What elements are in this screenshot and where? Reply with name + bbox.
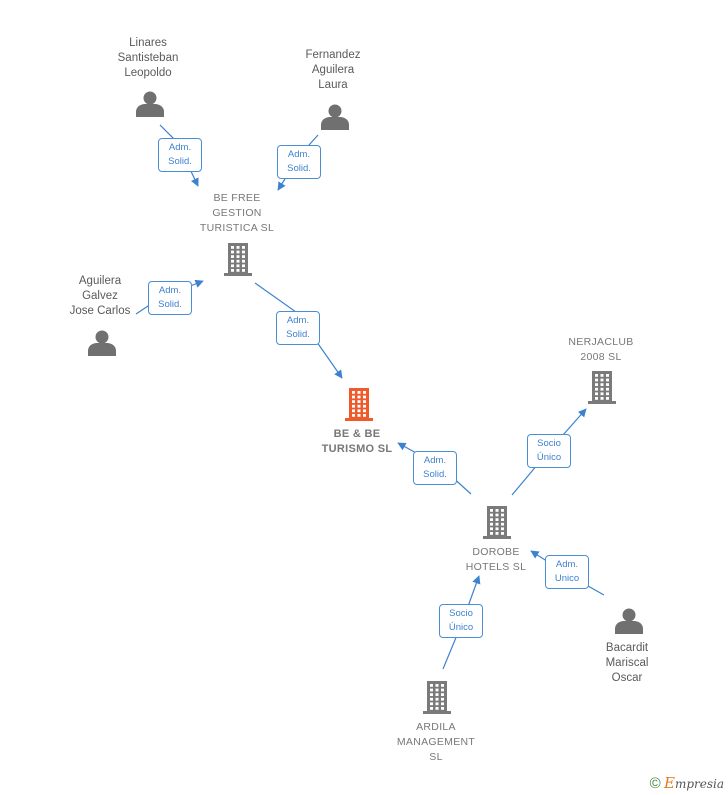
person-name-aguilera-line: Galvez [82, 290, 118, 302]
relation-label-line: Solid. [286, 329, 310, 340]
company-name-ardila-management-sl-line: MANAGEMENT [396, 736, 476, 748]
relation-label-r7[interactable]: Adm. Unico [545, 555, 589, 589]
relation-label-r3[interactable]: Adm. Solid. [148, 281, 192, 315]
person-name-linares-line: Santisteban [117, 52, 179, 64]
person-name-bacardit-line: Mariscal [605, 657, 649, 669]
relation-label-line: Socio [537, 438, 561, 449]
relation-label-line: Adm. [286, 315, 310, 326]
company-name-be-free-gestion-turistica-sl-line: BE FREE [213, 192, 261, 204]
person-name-aguilera-line: Aguilera [78, 275, 122, 287]
relation-label-line: Solid. [287, 163, 311, 174]
relation-label-line: Único [536, 452, 562, 463]
person-icon[interactable] [321, 104, 349, 131]
relation-label-line: Adm. [168, 142, 192, 153]
person-icon[interactable] [615, 608, 643, 635]
relation-label-line: Único [448, 622, 474, 633]
company-name-dorobe-hotels-sl[interactable]: DOROBE HOTELS SL [416, 545, 576, 575]
company-name-be-free-gestion-turistica-sl-line: TURISTICA SL [199, 222, 275, 234]
company-name-nerjaclub-2008-sl-line: 2008 SL [580, 351, 622, 363]
person-name-aguilera-line: Jose Carlos [69, 305, 131, 317]
relation-label-r5[interactable]: Adm. Solid. [413, 451, 457, 485]
relation-label-line: Adm. [555, 559, 579, 570]
company-name-be-be-turismo-sl-line: BE & BE [333, 428, 381, 440]
person-name-bacardit-line: Bacardit [605, 642, 649, 654]
company-name-be-be-turismo-sl[interactable]: BE & BE TURISMO SL [277, 427, 437, 457]
person-name-fernandez-line: Fernandez [305, 49, 361, 61]
relation-label-r2[interactable]: Adm. Solid. [277, 145, 321, 179]
person-name-linares-line: Leopoldo [124, 67, 172, 79]
relation-label-r4[interactable]: Adm. Solid. [276, 311, 320, 345]
company-name-nerjaclub-2008-sl[interactable]: NERJACLUB 2008 SL [521, 335, 681, 365]
company-name-ardila-management-sl[interactable]: ARDILA MANAGEMENT SL [356, 720, 516, 765]
company-name-dorobe-hotels-sl-line: HOTELS SL [465, 561, 527, 573]
relation-label-line: Solid. [158, 299, 182, 310]
company-building-icon[interactable] [224, 243, 252, 276]
company-building-icon[interactable] [423, 681, 451, 714]
relation-label-line: Solid. [423, 469, 447, 480]
relation-label-line: Adm. [423, 455, 447, 466]
person-name-bacardit-line: Oscar [611, 672, 643, 684]
person-name-linares-line: Linares [129, 37, 167, 49]
relation-label-line: Unico [554, 573, 580, 584]
empresia-logo: © Empresia [649, 774, 724, 792]
relation-label-line: Socio [449, 608, 473, 619]
company-name-ardila-management-sl-line: ARDILA [416, 721, 456, 733]
company-name-be-free-gestion-turistica-sl-line: GESTION [212, 207, 262, 219]
focus-company-building-icon[interactable] [345, 388, 373, 421]
company-building-icon[interactable] [483, 506, 511, 539]
company-name-ardila-management-sl-line: SL [429, 751, 443, 763]
company-name-dorobe-hotels-sl-line: DOROBE [472, 546, 520, 558]
person-name-fernandez-line: Laura [318, 79, 348, 91]
person-name-fernandez-line: Aguilera [311, 64, 355, 76]
company-name-be-free-gestion-turistica-sl[interactable]: BE FREE GESTION TURISTICA SL [157, 191, 317, 236]
relation-label-line: Adm. [158, 285, 182, 296]
company-name-be-be-turismo-sl-line: TURISMO SL [321, 443, 393, 455]
company-name-nerjaclub-2008-sl-line: NERJACLUB [568, 336, 634, 348]
relation-label-line: Solid. [168, 156, 192, 167]
relation-label-r1[interactable]: Adm. Solid. [158, 138, 202, 172]
company-building-icon[interactable] [588, 371, 616, 404]
relation-label-line: Adm. [287, 149, 311, 160]
person-icon[interactable] [136, 91, 164, 118]
person-icon[interactable] [88, 330, 116, 357]
